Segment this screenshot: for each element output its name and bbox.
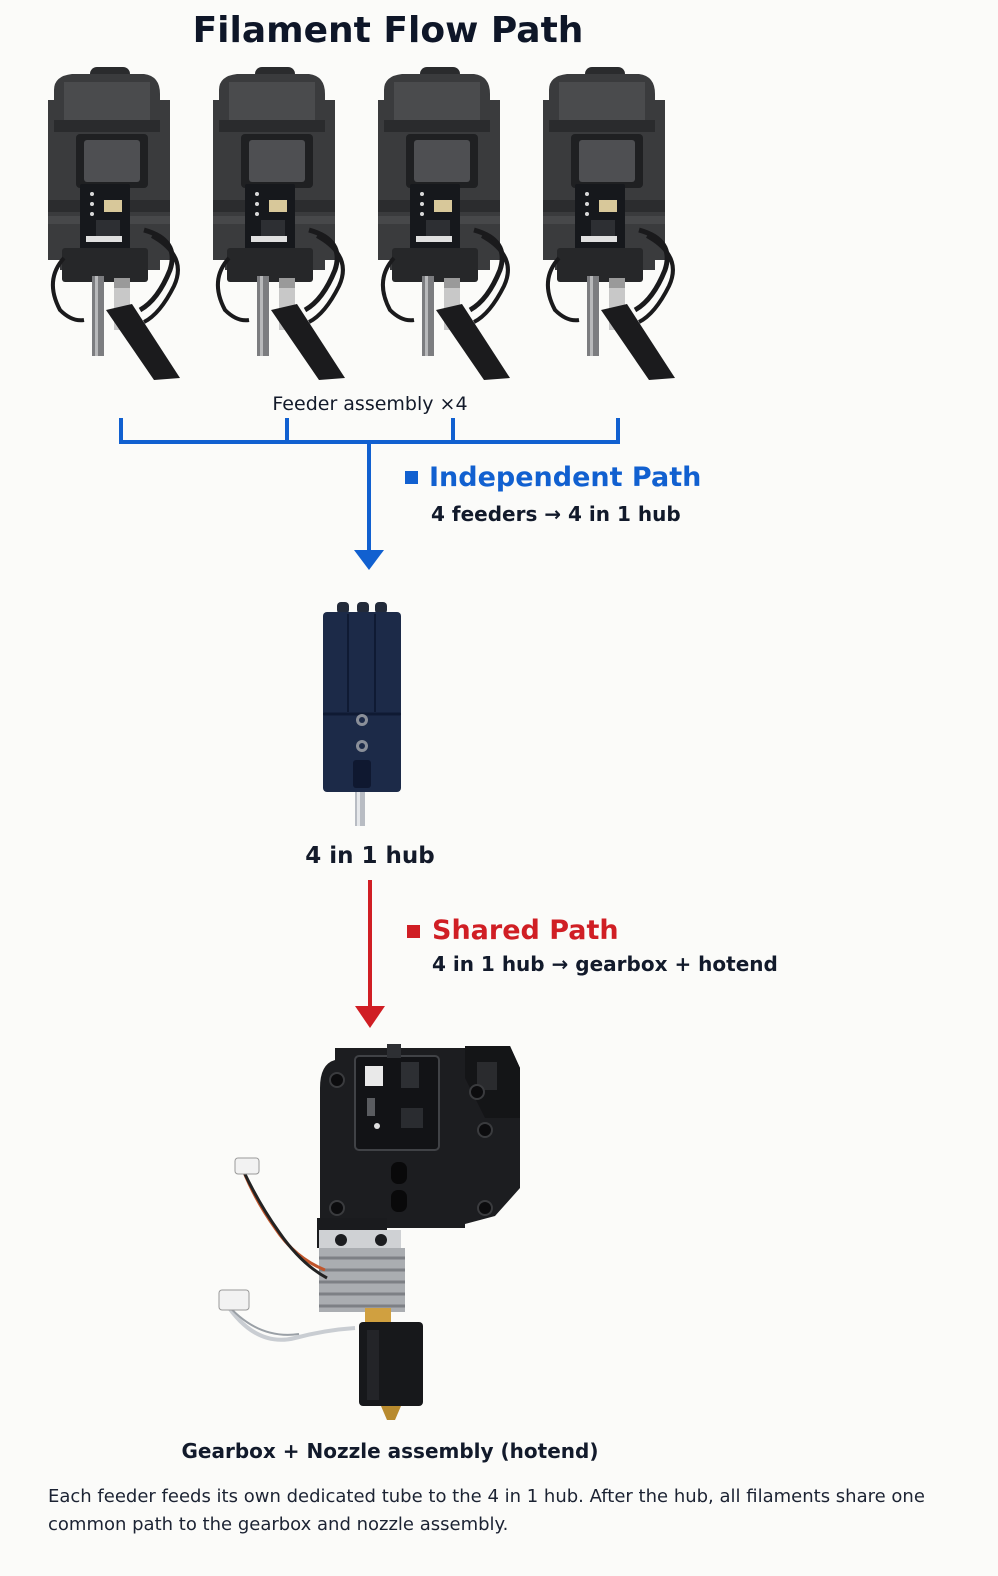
hotend-caption: Gearbox + Nozzle assembly (hotend)	[181, 1439, 599, 1463]
feeder-unit-2	[213, 67, 345, 380]
hub-caption: 4 in 1 hub	[305, 843, 435, 869]
description-text: Each feeder feeds its own dedicated tube…	[48, 1486, 925, 1535]
shared-path-legend-square	[407, 925, 420, 938]
feeder-caption: Feeder assembly ×4	[272, 393, 468, 415]
shared-path-arrowhead	[355, 1006, 385, 1028]
hub-image	[323, 602, 401, 826]
independent-path-legend-square	[405, 471, 418, 484]
shared-path-connector	[355, 880, 385, 1028]
independent-path-arrowhead	[354, 550, 384, 570]
independent-path-subtitle: 4 feeders → 4 in 1 hub	[431, 502, 681, 526]
feeder-assemblies	[40, 60, 740, 390]
independent-path-connector	[119, 418, 620, 570]
diagram-title: Filament Flow Path	[192, 10, 584, 51]
hotend-image	[218, 1044, 520, 1420]
independent-path-title: Independent Path	[429, 462, 702, 493]
shared-path-subtitle: 4 in 1 hub → gearbox + hotend	[432, 952, 778, 976]
feeder-unit-1	[48, 67, 180, 380]
feeder-unit-4	[543, 67, 675, 380]
feeder-unit-3	[378, 67, 510, 380]
shared-path-title: Shared Path	[432, 915, 619, 946]
